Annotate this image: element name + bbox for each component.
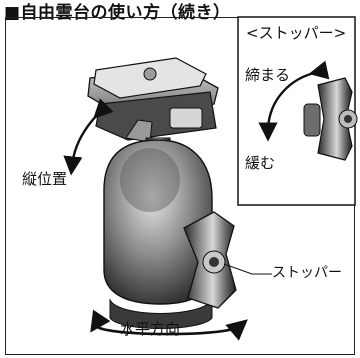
vertical-position-label: 縦位置: [22, 170, 68, 188]
inset-rotate-arrow: [258, 60, 330, 142]
stopper-label: ストッパー: [272, 265, 342, 281]
horizontal-direction-label: 水平方向: [120, 320, 181, 338]
quick-release-plate: [87, 57, 219, 143]
inset-heading: <ストッパー>: [246, 24, 347, 42]
main-stopper-knob: [183, 211, 237, 309]
vertical-tilt-arrow: [63, 98, 114, 176]
horizontal-rotate-arrow: [90, 309, 248, 341]
manual-section-title: ■自由雲台の使い方（続き）: [4, 3, 231, 23]
stopper-inset: [237, 16, 358, 206]
stopper-leader-line: [223, 263, 272, 275]
tighten-label: 締まる: [245, 66, 291, 84]
loosen-label: 緩む: [245, 154, 276, 172]
